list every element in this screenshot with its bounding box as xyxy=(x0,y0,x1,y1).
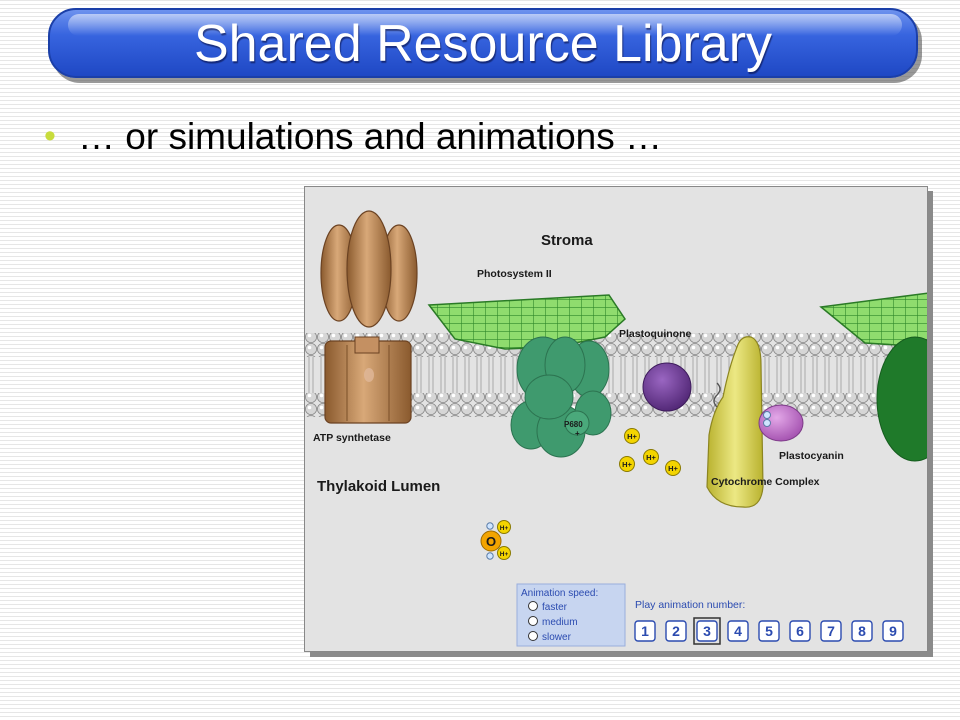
speed-option-slower[interactable]: slower xyxy=(528,631,572,644)
hplus-icon: H+ xyxy=(665,460,681,476)
hplus-icon: H+ xyxy=(619,456,635,472)
play-button-2[interactable]: 2 xyxy=(665,620,687,642)
label-thylakoid-lumen: Thylakoid Lumen xyxy=(317,478,440,495)
photosystem-ii-icon xyxy=(427,294,626,458)
label-atp-synthetase: ATP synthetase xyxy=(313,432,391,444)
play-button-7[interactable]: 7 xyxy=(820,620,842,642)
svg-text:medium: medium xyxy=(542,617,578,628)
photosystem-i-icon xyxy=(819,292,927,462)
label-photosystem-ii: Photosystem II xyxy=(477,268,552,280)
speed-option-faster[interactable]: faster xyxy=(528,601,568,614)
slide-title: Shared Resource Library xyxy=(193,15,773,73)
animation-speed-panel: Animation speed: faster medium slower xyxy=(516,583,626,647)
slide-title-bar: Shared Resource Library xyxy=(48,8,918,78)
cytochrome-complex-icon xyxy=(706,336,764,508)
play-animation-buttons: 1 2 3 4 5 6 7 8 9 xyxy=(634,617,904,645)
play-button-3[interactable]: 3 xyxy=(693,617,721,645)
play-button-label: 4 xyxy=(734,623,742,639)
svg-text:O: O xyxy=(486,534,496,549)
animation-speed-title: Animation speed: xyxy=(521,588,598,599)
label-p680: P680 xyxy=(564,420,583,429)
proton-ions: H+ H+ H+ H+ xyxy=(619,428,681,476)
svg-text:H+: H+ xyxy=(627,432,637,441)
play-button-label: 8 xyxy=(858,623,866,639)
svg-text:H+: H+ xyxy=(668,464,678,473)
play-animation-label: Play animation number: xyxy=(635,599,745,611)
svg-text:H+: H+ xyxy=(622,460,632,469)
play-button-label: 6 xyxy=(796,623,804,639)
label-plastocyanin: Plastocyanin xyxy=(779,450,844,462)
svg-text:H+: H+ xyxy=(500,551,509,558)
hplus-icon: H+ xyxy=(624,428,640,444)
svg-text:faster: faster xyxy=(542,602,568,613)
label-plastoquinone: Plastoquinone xyxy=(619,328,691,340)
play-button-label: 5 xyxy=(765,623,773,639)
label-cytochrome-complex: Cytochrome Complex xyxy=(711,476,820,488)
play-button-4[interactable]: 4 xyxy=(727,620,749,642)
title-gloss xyxy=(68,14,902,36)
atp-synthetase-icon xyxy=(320,210,418,424)
simulation-panel[interactable]: H+ H+ H+ H+ O H+ H+ Stroma Photosystem I… xyxy=(304,186,928,652)
svg-text:H+: H+ xyxy=(500,525,509,532)
simulation-canvas: H+ H+ H+ H+ O H+ H+ Stroma Photosystem I… xyxy=(305,210,927,647)
plastoquinone-icon xyxy=(642,362,692,412)
plastocyanin-icon xyxy=(758,404,804,442)
hplus-icon: H+ xyxy=(643,449,659,465)
play-button-9[interactable]: 9 xyxy=(882,620,904,642)
play-button-5[interactable]: 5 xyxy=(758,620,780,642)
speed-option-medium[interactable]: medium xyxy=(528,616,578,629)
label-stroma: Stroma xyxy=(541,232,593,249)
play-button-label: 3 xyxy=(703,623,711,639)
label-p680-plus: + xyxy=(575,429,580,438)
play-button-8[interactable]: 8 xyxy=(851,620,873,642)
play-button-label: 1 xyxy=(641,623,649,639)
water-molecule-icon: O H+ H+ xyxy=(480,520,511,560)
svg-text:H+: H+ xyxy=(646,453,656,462)
bullet-dot-icon: • xyxy=(44,117,56,155)
play-button-1[interactable]: 1 xyxy=(634,620,656,642)
svg-text:slower: slower xyxy=(542,632,572,643)
play-button-label: 2 xyxy=(672,623,680,639)
play-button-label: 7 xyxy=(827,623,835,639)
play-button-6[interactable]: 6 xyxy=(789,620,811,642)
play-button-label: 9 xyxy=(889,623,897,639)
bullet-text: … or simulations and animations … xyxy=(78,116,663,157)
